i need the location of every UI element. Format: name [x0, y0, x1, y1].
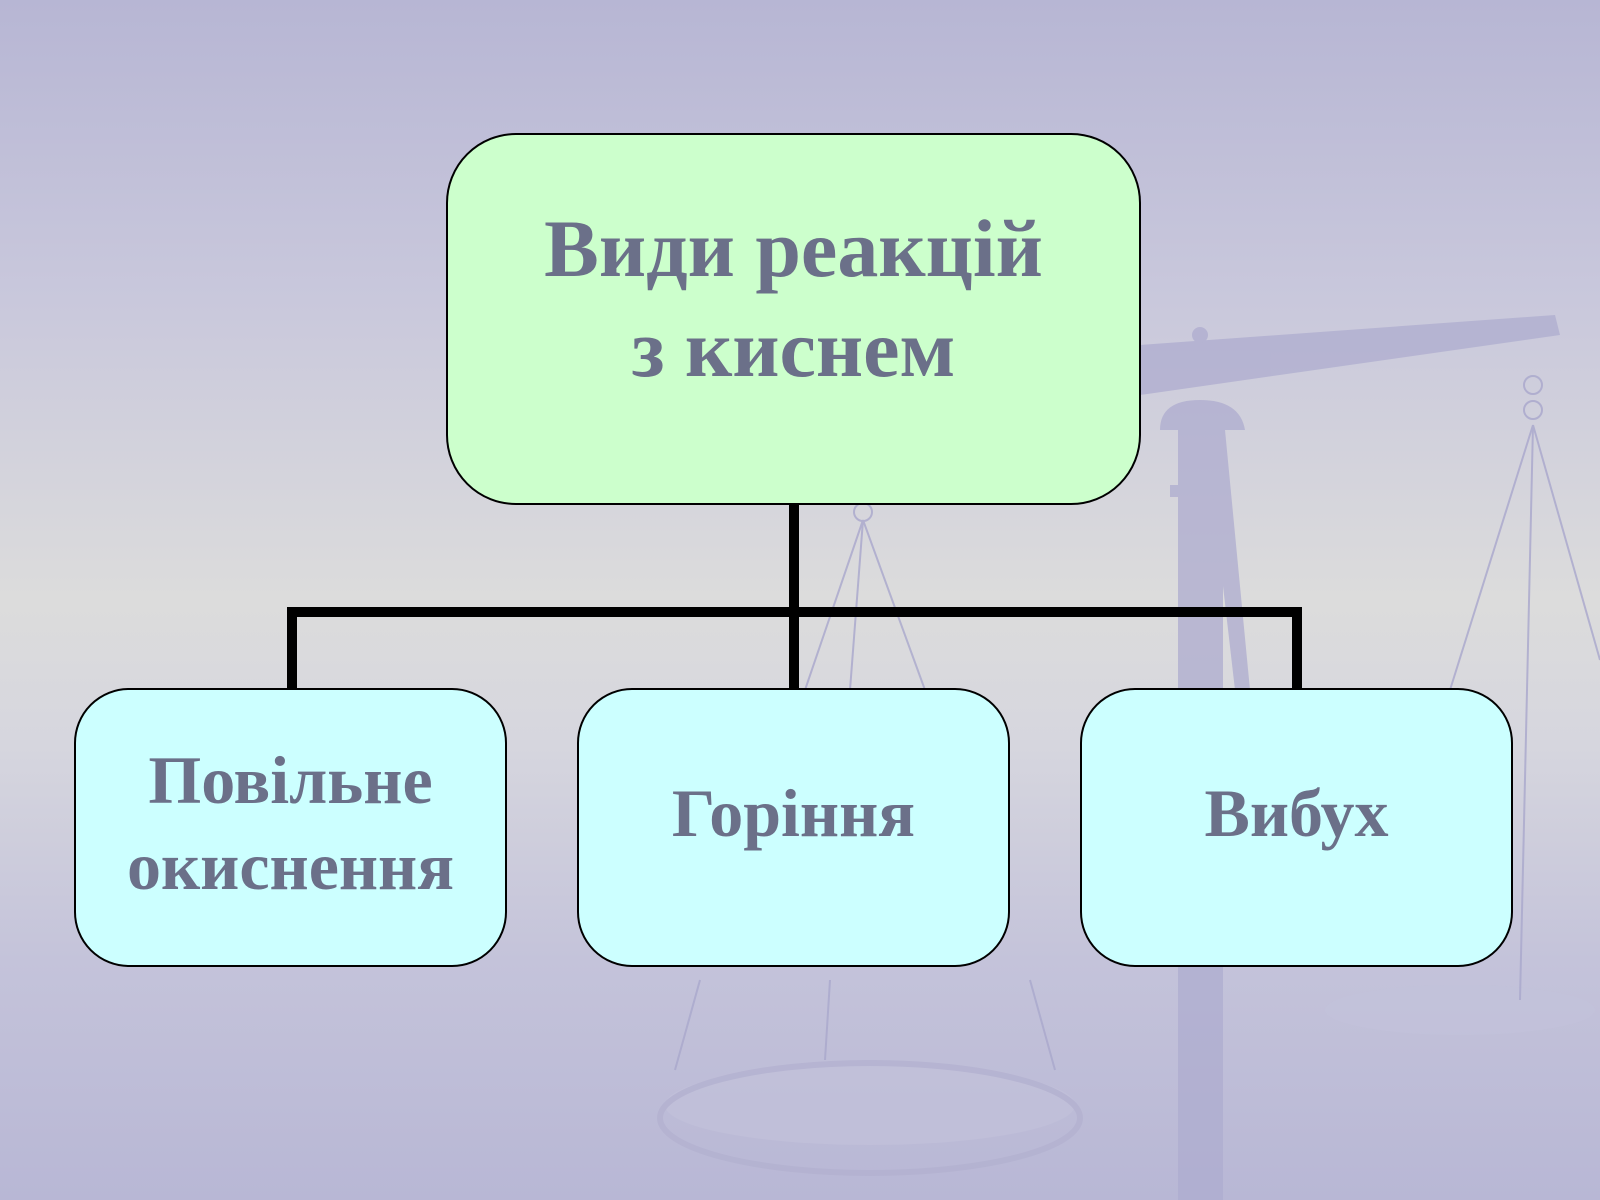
connector-right [1292, 607, 1302, 690]
root-node: Види реакцій з киснем [446, 133, 1141, 505]
child-1-label: Горіння [671, 774, 916, 851]
root-line2: з киснем [631, 303, 956, 394]
child-node-slow-oxidation: Повільне окиснення [74, 688, 507, 967]
child-node-combustion: Горіння [577, 688, 1010, 967]
connector-bar [287, 607, 1302, 617]
connector-trunk [789, 504, 799, 690]
root-line1: Види реакцій [544, 203, 1043, 294]
child-node-explosion: Вибух [1080, 688, 1513, 967]
child-0-line1: Повільне [148, 741, 433, 818]
child-0-line2: окиснення [126, 827, 455, 904]
connector-left [287, 607, 297, 690]
child-2-label: Вибух [1204, 774, 1389, 851]
